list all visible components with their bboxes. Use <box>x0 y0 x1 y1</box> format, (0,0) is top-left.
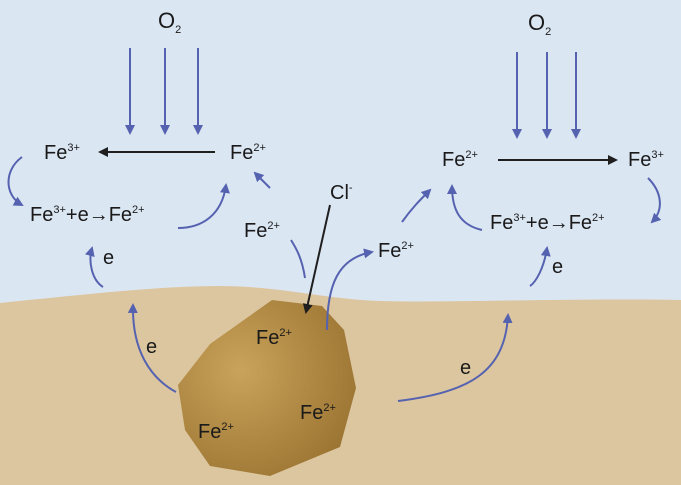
fe2-label: Fe2+ <box>300 402 336 424</box>
reduction-equation: Fe3++e→Fe2+ <box>30 204 145 226</box>
release-arrow <box>326 248 374 331</box>
fe2-label: Fe2+ <box>198 421 234 443</box>
electron-arrow <box>84 246 104 288</box>
fe2-label: Fe2+ <box>230 142 266 164</box>
o2-label: O2 <box>528 10 552 38</box>
chloride-label: Cl- <box>330 182 353 204</box>
electron-label: e <box>146 336 158 358</box>
mineral-particle <box>178 300 356 476</box>
electron-arrow <box>127 303 177 393</box>
electron-label: e <box>552 256 564 278</box>
reduction-equation: Fe3++e→Fe2+ <box>490 212 605 234</box>
o2-label: O2 <box>158 8 182 36</box>
electron-label: e <box>460 357 472 379</box>
fe2-label: Fe2+ <box>442 149 478 171</box>
release-arrow <box>401 188 432 223</box>
release-path <box>290 239 306 279</box>
cycle-arrow <box>177 183 230 229</box>
cycle-arrow <box>647 177 662 224</box>
chloride-arrow <box>302 204 331 314</box>
electron-label: e <box>103 247 115 269</box>
fe3-label: Fe3+ <box>44 142 80 164</box>
electron-arrow <box>397 313 513 402</box>
fe2-label: Fe2+ <box>244 220 280 242</box>
fe2-label: Fe2+ <box>378 240 414 262</box>
electron-arrow <box>529 246 551 287</box>
release-arrow <box>253 171 271 189</box>
cycle-arrow <box>7 156 24 206</box>
cycle-arrow <box>447 184 483 231</box>
fe2-label: Fe2+ <box>256 327 292 349</box>
fe3-label: Fe3+ <box>628 149 664 171</box>
